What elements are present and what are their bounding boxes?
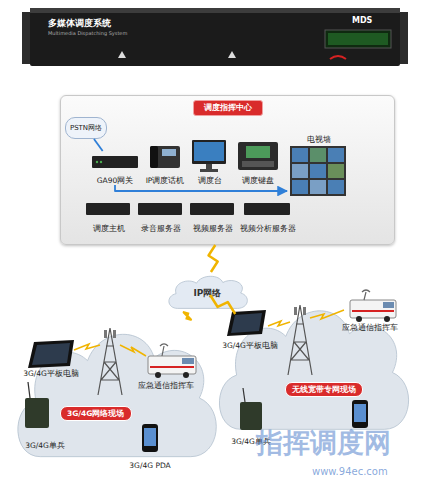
wireless-link (184, 312, 191, 319)
device-label: 3G/4G平板电脑 (20, 369, 82, 378)
watermark-url: www.94ec.com (312, 466, 388, 477)
product-subtitle: Multimedia Dispatching System (48, 30, 127, 36)
model-label: MDS (352, 16, 372, 25)
device-label: 调度主机 (83, 224, 135, 233)
device-label: 录音服务器 (135, 224, 187, 233)
command-vehicle (350, 300, 396, 318)
wireless-link (210, 295, 235, 314)
cloud-outline (8, 318, 223, 478)
device-label: 调度台 (189, 176, 231, 185)
device-label: 3G/4G平板电脑 (215, 341, 285, 350)
bus-line (115, 185, 287, 191)
site-cloud: 3G/4G网络现场 3G/4G平板电脑应急通信指挥车 3G/4G单兵 3G/4G PD… (8, 318, 223, 478)
tower-antenna (104, 330, 107, 338)
device-label-box: 视频分析服务器 (239, 199, 297, 233)
logo-mark (330, 56, 346, 59)
device-label: 3G/4G PDA (115, 461, 185, 470)
cloud-outline (210, 295, 415, 450)
watermark: 指挥调度网 (256, 425, 391, 461)
site-badge: 3G/4G网络现场 (60, 406, 132, 421)
panel-heading: 调度指挥中心 (193, 100, 263, 116)
lcd-screen (328, 33, 388, 45)
terminal-box: 应急通信指挥车 (130, 345, 202, 390)
device-label-box: 电视墙 (287, 133, 351, 205)
command-center-panel: 调度指挥中心 PSTN网络 GA90网关IP调度话机调度台调度键盘 电视墙调度主机录音… (60, 95, 395, 245)
vehicle-stripe (352, 310, 394, 312)
warning-symbol (228, 51, 236, 58)
cloud-shape (219, 311, 408, 430)
rack-ear (396, 12, 408, 64)
device-label-box: 调度主机 (83, 199, 135, 233)
device-label: IP调度话机 (143, 176, 187, 185)
network-bubble: PSTN网络 (65, 117, 107, 139)
network-cloud: IP网络 (165, 272, 250, 314)
terminal-box: 3G/4G PDA (115, 420, 185, 470)
vehicle-wheel (356, 316, 362, 322)
terminal-box: 3G/4G平板电脑 (20, 338, 82, 378)
cloud-shape (18, 334, 216, 456)
device-label-box: IP调度话机 (143, 143, 187, 185)
device-label-box: 调度键盘 (233, 139, 283, 185)
terminal-box: 应急通信指挥车 (332, 290, 408, 332)
terminal-box: 3G/4G单兵 (12, 395, 78, 450)
product-name: 多媒体调度系统 (48, 17, 111, 30)
device-label-box: 视频服务器 (187, 199, 239, 233)
network-label: IP网络 (165, 288, 250, 299)
device-label: 视频服务器 (187, 224, 239, 233)
device-label: 电视墙 (287, 135, 351, 144)
device-label: 应急通信指挥车 (332, 323, 408, 332)
device-label-box: 录音服务器 (135, 199, 187, 233)
vehicle-antenna (362, 290, 370, 300)
lcd-frame (325, 30, 391, 48)
vehicle-wheel (384, 316, 390, 322)
bus-line (94, 139, 103, 151)
vehicle-window (383, 302, 394, 308)
device-label: GA90网关 (87, 176, 143, 185)
rack-top-edge (30, 8, 400, 13)
warning-symbol (118, 51, 126, 58)
device-label-box: 调度台 (189, 139, 231, 185)
device-label: 3G/4G单兵 (12, 441, 78, 450)
terminal-antenna (28, 382, 30, 398)
device-label: 视频分析服务器 (239, 224, 297, 233)
network-label: PSTN网络 (66, 124, 106, 132)
wireless-link (209, 245, 218, 272)
rack-device (30, 8, 400, 66)
site-cloud: 无线宽带专网现场3G/4G平板电脑应急通信指挥车3G/4G单兵 (210, 295, 415, 450)
device-label: 调度键盘 (233, 176, 283, 185)
rack-ear (22, 12, 34, 64)
terminal-box: 3G/4G平板电脑 (215, 308, 285, 350)
device-label: 应急通信指挥车 (130, 381, 202, 390)
site-badge: 无线宽带专网现场 (285, 382, 363, 397)
device-label-box: GA90网关 (87, 151, 143, 185)
tower-antenna (294, 307, 297, 315)
radio-link (268, 321, 290, 326)
